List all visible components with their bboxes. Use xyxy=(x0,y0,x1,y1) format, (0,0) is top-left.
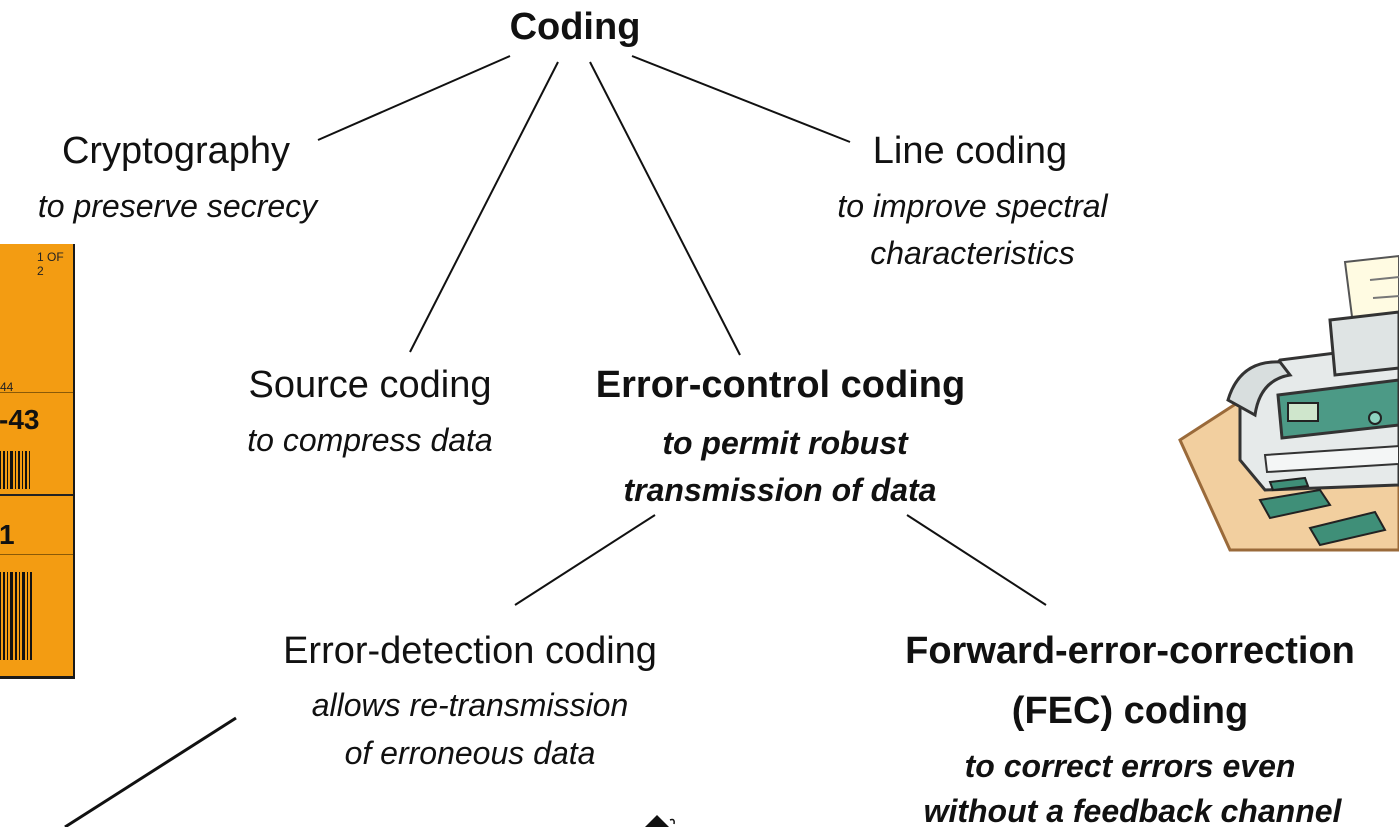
node-line-coding-title: Line coding xyxy=(872,130,1068,172)
node-error-detection-title: Error-detection coding xyxy=(283,630,657,672)
node-cryptography-title: Cryptography xyxy=(61,130,291,172)
node-fec-title-line2: (FEC) coding xyxy=(1011,690,1249,732)
node-fec-title-line1: Forward-error-correction xyxy=(905,630,1355,672)
label-big-code: -43 xyxy=(0,404,40,435)
edge-coding-cryptography xyxy=(317,55,511,141)
node-source-coding-desc: to compress data xyxy=(247,422,493,458)
edge-pointer-stroke xyxy=(64,716,237,827)
shipping-label: 1 OF 2 44 -43 1 xyxy=(0,244,75,679)
label-divider-2 xyxy=(0,554,73,555)
node-error-control-desc-line2: transmission of data xyxy=(623,472,937,508)
node-error-control-title: Error-control coding xyxy=(595,364,966,406)
label-digit: 1 xyxy=(0,519,15,550)
node-line-coding-desc-line1: to improve spectral xyxy=(837,188,1108,224)
label-page-count: 1 OF 2 xyxy=(37,250,64,278)
edge-coding-error-control xyxy=(589,61,741,356)
label-barcode-top xyxy=(0,451,32,489)
edge-coding-line xyxy=(631,55,851,143)
fax-machine-icon xyxy=(1178,254,1399,552)
edge-error-control-detection xyxy=(514,514,656,606)
node-error-detection-desc-line2: of erroneous data xyxy=(344,735,596,771)
node-cryptography-desc: to preserve secrecy xyxy=(37,188,318,224)
label-divider xyxy=(0,392,73,393)
label-barcode-bottom xyxy=(0,572,34,660)
pointer-icon xyxy=(645,815,675,827)
node-fec-desc-line1: to correct errors even xyxy=(964,748,1296,784)
node-fec-desc-line2: without a feedback channel xyxy=(923,793,1342,829)
edge-error-control-fec xyxy=(906,514,1047,606)
label-small-code: 44 xyxy=(0,380,14,394)
node-error-detection-desc-line1: allows re-transmission xyxy=(311,687,629,723)
node-source-coding-title: Source coding xyxy=(248,364,492,406)
node-line-coding-desc-line2: characteristics xyxy=(870,235,1075,271)
root-title-coding: Coding xyxy=(509,6,641,48)
edge-coding-source xyxy=(409,61,559,353)
node-error-control-desc-line1: to permit robust xyxy=(662,425,908,461)
label-rule xyxy=(0,494,73,496)
